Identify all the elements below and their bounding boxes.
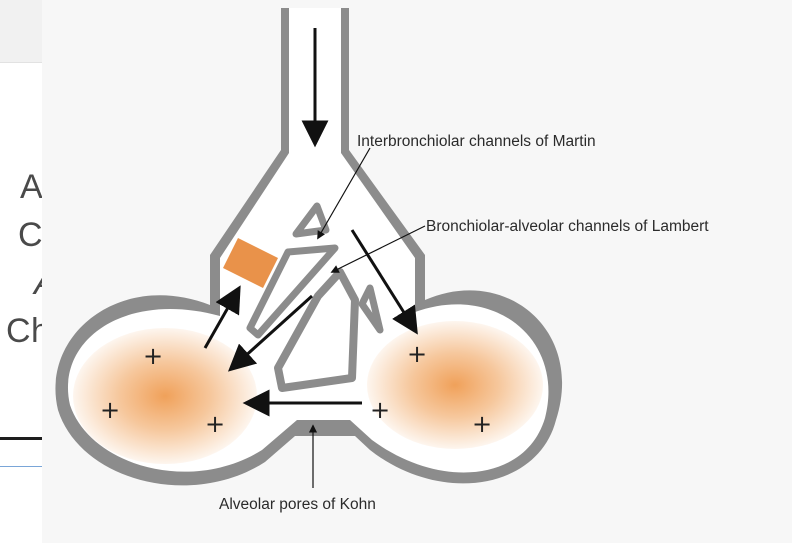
label-interbronchiolar-channels: Interbronchiolar channels of Martin <box>357 133 596 150</box>
right-alveolus-fill <box>367 321 543 449</box>
label-alveolar-pores: Alveolar pores of Kohn <box>219 496 376 513</box>
plus-sign-left-3: + <box>205 410 225 438</box>
plus-sign-right-3: + <box>472 410 492 438</box>
plus-sign-left-2: + <box>100 396 120 424</box>
label-bronchiolar-alveolar-channels: Bronchiolar-alveolar channels of Lambert <box>426 218 709 235</box>
plus-sign-left-1: + <box>143 342 163 370</box>
plus-sign-right-1: + <box>407 340 427 368</box>
plus-sign-right-2: + <box>370 396 390 424</box>
